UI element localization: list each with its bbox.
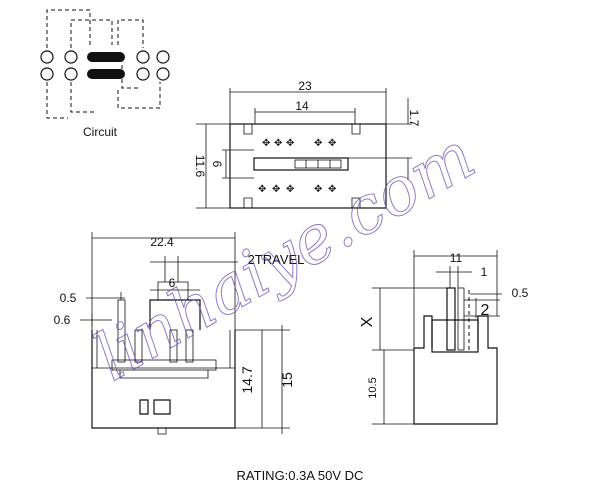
dim-6-slot: 6 (210, 161, 224, 168)
dim-14: 14 (295, 99, 309, 113)
dim-6-pitch: 6 (169, 276, 176, 290)
dim-15: 15 (279, 372, 295, 388)
svg-text:✥: ✥ (286, 138, 294, 149)
svg-text:✥: ✥ (258, 184, 266, 195)
dim-0-6: 0.6 (54, 313, 71, 327)
dim-1: 1 (481, 265, 488, 279)
svg-text:✥: ✥ (328, 184, 336, 195)
dim-10-5: 10.5 (367, 377, 379, 398)
dim-0-5-side: 0.5 (512, 286, 529, 300)
dim-x: X (359, 316, 376, 327)
svg-text:✥: ✥ (272, 184, 280, 195)
dim-14-7: 14.7 (239, 366, 255, 393)
top-view: ✥ ✥ ✥ ✥ ✥ ✥ ✥ ✥ ✥ ✥ 23 14 11.6 6 (193, 79, 421, 209)
svg-text:✥: ✥ (328, 138, 336, 149)
pin-markers: ✥ ✥ ✥ ✥ ✥ ✥ ✥ ✥ ✥ ✥ (258, 138, 336, 195)
dim-11-6: 11.6 (193, 155, 207, 178)
svg-text:✥: ✥ (286, 184, 294, 195)
dim-11: 11 (450, 251, 463, 265)
dim-1-7: 1.7 (407, 110, 421, 127)
svg-text:✥: ✥ (274, 138, 282, 149)
travel-label: 2TRAVEL (248, 252, 305, 267)
dim-2: 2 (481, 302, 490, 319)
circuit-diagram: Circuit (40, 9, 170, 139)
front-view: 22.4 2TRAVEL 6 0.5 0.6 14.7 15 (54, 232, 305, 435)
svg-text:✥: ✥ (314, 184, 322, 195)
rating-text: RATING:0.3A 50V DC (237, 468, 364, 483)
side-view: 11 1 0.5 2 X 10.5 (359, 250, 529, 425)
watermark-text: linhaiye.com (82, 117, 488, 396)
svg-text:✥: ✥ (314, 138, 322, 149)
circuit-label: Circuit (83, 125, 118, 139)
dim-0-5-pin: 0.5 (60, 291, 77, 305)
dim-23: 23 (298, 79, 312, 93)
svg-text:✥: ✥ (262, 138, 270, 149)
dim-22-4: 22.4 (150, 235, 174, 249)
